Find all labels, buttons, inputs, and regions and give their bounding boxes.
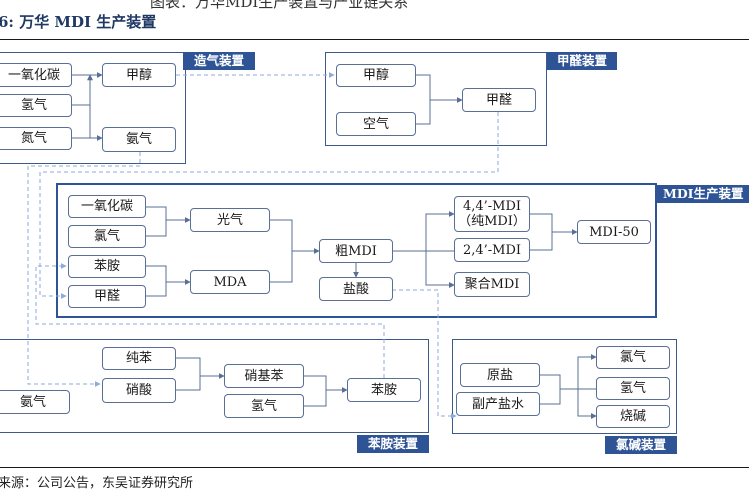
methanol-box-fa: 甲醇 — [336, 64, 416, 87]
mdi24-box: 2,4’-MDI — [454, 238, 530, 262]
mdi44-box: 4,4’-MDI （纯MDI） — [454, 196, 530, 232]
aniline-panel-tag: 苯胺装置 — [357, 435, 429, 453]
ammonia-box-syngas: 氨气 — [102, 127, 176, 152]
h2-box-ca: 氢气 — [596, 377, 670, 400]
phosgene-box: 光气 — [190, 208, 270, 232]
co-cl2-to-phosgene-line — [146, 206, 190, 237]
aniline-panel — [0, 339, 429, 433]
cl2-box-mdi: 氯气 — [68, 225, 146, 248]
co-box-syngas: 一氧化碳 — [0, 63, 72, 87]
syngas-panel-tag: 造气装置 — [183, 52, 255, 70]
h2-box-syngas: 氢气 — [0, 94, 72, 117]
crude-mdi-box: 粗MDI — [319, 239, 393, 263]
methanol-air-to-formaldehyde-line — [416, 74, 462, 125]
mdi-panel — [56, 183, 657, 318]
formaldehyde-panel-tag: 甲醛装置 — [547, 52, 617, 70]
benzene-nitric-to-nitrobenzene-line — [176, 357, 224, 391]
ammonia-to-aniline-dashed — [27, 152, 141, 387]
formaldehyde-box-fa: 甲醛 — [462, 88, 536, 112]
methanol-box-syngas: 甲醇 — [102, 63, 176, 87]
hcl-to-brine-dashed — [392, 289, 457, 419]
figure-title: 6: 万华 MDI 生产装置 — [0, 13, 157, 31]
mda-box: MDA — [190, 270, 270, 294]
hcl-box: 盐酸 — [319, 277, 393, 301]
air-box-fa: 空气 — [336, 112, 416, 136]
h2-n2-to-methanol-line — [72, 74, 93, 106]
nitric-acid-box: 硝酸 — [102, 378, 176, 403]
source-rule — [0, 467, 749, 468]
n2-box-syngas: 氮气 — [0, 127, 72, 150]
nitro-h2-to-aniline-line — [304, 375, 347, 407]
cl2-box-ca: 氯气 — [596, 346, 670, 369]
ammonia-box-aniline: 氨气 — [0, 390, 70, 414]
fa-to-mdi-dashed — [39, 112, 499, 299]
mdi-panel-tag: MDI生产装置 — [657, 185, 749, 203]
title-rule — [0, 39, 749, 40]
poly-mdi-box: 聚合MDI — [454, 272, 530, 297]
co-box-mdi: 一氧化碳 — [68, 195, 146, 218]
formaldehyde-panel — [325, 52, 547, 146]
chloralkali-panel — [452, 339, 677, 434]
source-note: 来源：公司公告，东吴证券研究所 — [0, 476, 194, 491]
crude-to-products-line — [393, 213, 454, 285]
salt-box: 原盐 — [460, 363, 540, 387]
nitrobenzene-box: 硝基苯 — [224, 364, 304, 388]
formaldehyde-box-mdi: 甲醛 — [68, 285, 146, 308]
aniline-box-aniline: 苯胺 — [347, 378, 421, 402]
chloralkali-panel-tag: 氯碱装置 — [605, 436, 677, 454]
mdi50-box: MDI-50 — [577, 220, 651, 244]
to-mdi50-line — [530, 213, 577, 251]
aniline-fa-to-mda-line — [146, 265, 190, 297]
aniline-to-mdi-dashed — [35, 263, 385, 378]
h2-box-aniline: 氢气 — [224, 394, 304, 418]
benzene-box: 纯苯 — [102, 347, 176, 370]
salt-brine-to-products-line — [540, 356, 596, 416]
brine-box: 副产盐水 — [456, 392, 540, 416]
top-cut-text: 图表：万华MDI生产装置与产业链关系 — [150, 0, 409, 11]
phosgene-mda-to-crude-line — [270, 219, 319, 283]
aniline-box-mdi: 苯胺 — [68, 255, 146, 278]
syngas-panel — [0, 52, 186, 164]
caustic-soda-box: 烧碱 — [596, 405, 670, 428]
